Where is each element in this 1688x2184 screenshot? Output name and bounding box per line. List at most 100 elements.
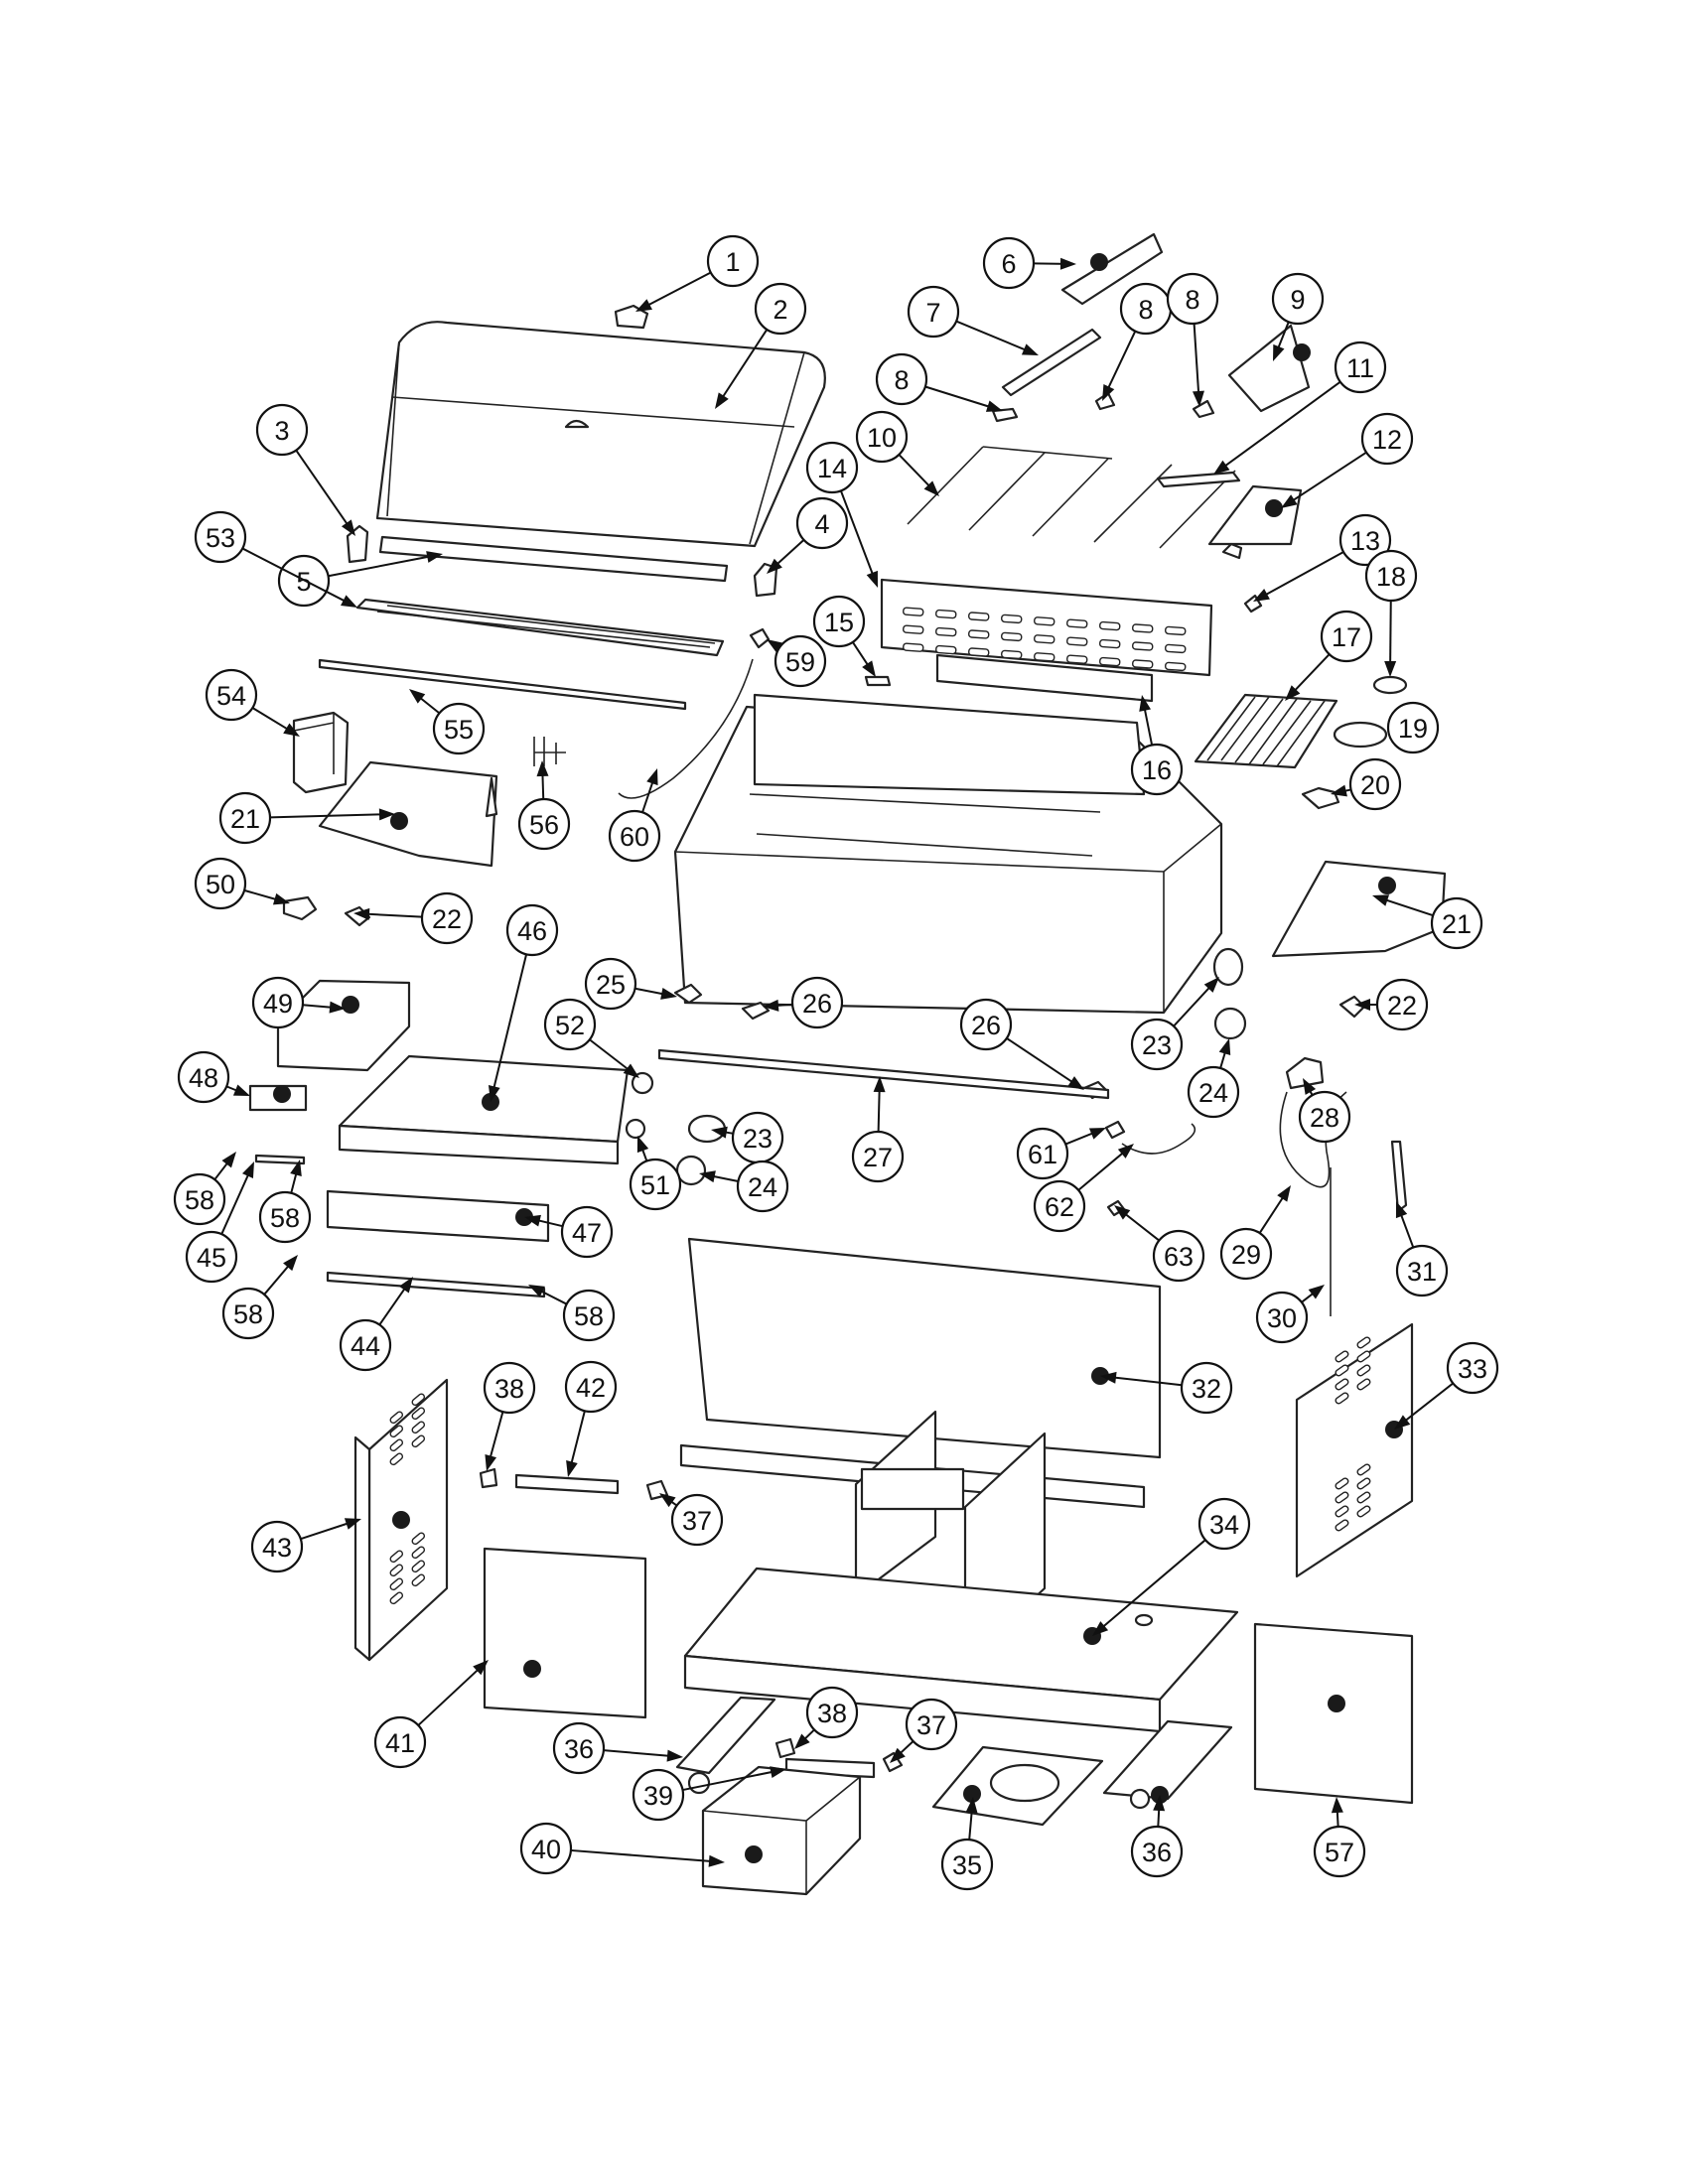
leader-arrow	[636, 1136, 649, 1154]
vent-slot	[1001, 614, 1023, 624]
callout-number: 56	[529, 810, 559, 840]
callout-circle	[1446, 1341, 1499, 1395]
callout-c34: 34	[1092, 1497, 1251, 1636]
callout-number: 54	[216, 681, 246, 711]
leader-arrow	[1395, 1201, 1408, 1219]
leader-line	[603, 1749, 674, 1758]
leader-line	[241, 547, 350, 605]
leader-line	[1398, 1210, 1415, 1248]
leader-line	[1006, 1037, 1077, 1086]
callout-number: 16	[1142, 755, 1172, 785]
leader-arrow	[1067, 1076, 1084, 1090]
callout-c26b: 26	[959, 998, 1084, 1090]
leader-line	[1193, 323, 1200, 398]
vent-slot	[411, 1532, 426, 1546]
callout-c54: 54	[205, 668, 300, 737]
callout-circle	[1255, 1291, 1309, 1344]
part-wire-62	[1121, 1123, 1196, 1155]
callout-number: 32	[1192, 1374, 1221, 1404]
vent-slot	[411, 1421, 426, 1434]
leader-arrow	[344, 1518, 361, 1530]
leader-arrow	[1285, 685, 1301, 701]
callout-number: 39	[643, 1781, 673, 1811]
leader-line	[924, 385, 994, 409]
leader-line	[362, 912, 423, 918]
vent-slot	[411, 1393, 426, 1407]
vent-slot	[903, 642, 924, 652]
part-center-marker	[390, 812, 408, 830]
leader-line	[488, 1411, 504, 1462]
vent-slot	[903, 624, 924, 634]
callout-number: 58	[574, 1301, 604, 1331]
callout-circle	[629, 1158, 682, 1211]
callout-circle	[432, 702, 486, 755]
part-rod-45	[254, 1154, 306, 1165]
part-center-marker	[1378, 877, 1396, 894]
part-center-marker	[523, 1660, 541, 1678]
callout-circle	[1219, 1227, 1273, 1281]
leader-arrow	[1218, 1038, 1231, 1056]
part-side-shelf-right	[1271, 860, 1447, 958]
callout-circle	[562, 1289, 616, 1342]
callout-c59: 59	[767, 634, 827, 688]
callout-c32: 32	[1100, 1361, 1233, 1415]
callout-c36a: 36	[552, 1721, 683, 1775]
callout-circle	[706, 234, 760, 288]
callout-circle	[940, 1838, 994, 1891]
part-small-15	[864, 675, 892, 687]
callout-c12: 12	[1281, 412, 1414, 508]
vent-slot	[1335, 1392, 1349, 1405]
callout-circle	[855, 410, 909, 464]
callout-number: 58	[233, 1299, 263, 1329]
part-bottom-shelf	[683, 1567, 1239, 1733]
callout-number: 9	[1290, 285, 1305, 315]
callout-circle	[1197, 1497, 1251, 1551]
callout-number: 41	[385, 1728, 415, 1758]
callout-circle	[1016, 1127, 1069, 1180]
part-caster-right	[1102, 1719, 1233, 1810]
leader-arrow	[1114, 1205, 1131, 1220]
leader-arrow	[1092, 1621, 1109, 1636]
part-center-marker	[392, 1511, 410, 1529]
leader-arrow	[353, 907, 370, 920]
leader-arrow	[329, 1001, 346, 1014]
callout-circle	[483, 1361, 536, 1415]
callout-number: 37	[916, 1710, 946, 1740]
callout-circle	[552, 1721, 606, 1775]
leader-arrow	[1331, 784, 1347, 797]
callout-c53: 53	[194, 510, 357, 608]
leader-arrow	[528, 1285, 545, 1297]
part-heat-shield	[880, 578, 1213, 677]
callout-c60: 60	[608, 768, 661, 863]
vent-slot	[389, 1411, 404, 1425]
callout-number: 23	[1142, 1030, 1172, 1060]
part-knob-52	[631, 1071, 654, 1095]
leader-arrow	[488, 1085, 500, 1102]
callout-c35: 35	[940, 1797, 994, 1891]
leader-line	[220, 1169, 251, 1235]
callout-c24b: 24	[699, 1160, 789, 1213]
part-gas-manifold	[657, 1048, 1110, 1100]
vent-slot	[411, 1407, 426, 1421]
grill-parts	[248, 232, 1447, 1896]
callout-number: 2	[773, 295, 787, 325]
callout-c49: 49	[251, 976, 346, 1029]
callout-c48: 48	[177, 1050, 250, 1104]
callout-c17: 17	[1285, 610, 1373, 701]
callout-c55: 55	[409, 689, 486, 755]
vent-slot	[411, 1573, 426, 1587]
part-center-marker	[745, 1845, 763, 1863]
callout-circle	[505, 903, 559, 957]
callout-c26a: 26	[763, 976, 844, 1029]
callout-c24a: 24	[1187, 1038, 1240, 1119]
callout-number: 45	[197, 1243, 226, 1273]
vent-slot	[1165, 643, 1187, 654]
leader-arrow	[873, 1076, 886, 1093]
vent-slot	[1099, 656, 1121, 667]
leader-line	[295, 449, 352, 529]
callout-number: 13	[1350, 526, 1380, 556]
part-door-right	[1253, 1622, 1414, 1805]
leader-line	[263, 1261, 293, 1296]
callout-number: 55	[444, 715, 474, 745]
part-drawer-box	[276, 979, 411, 1072]
